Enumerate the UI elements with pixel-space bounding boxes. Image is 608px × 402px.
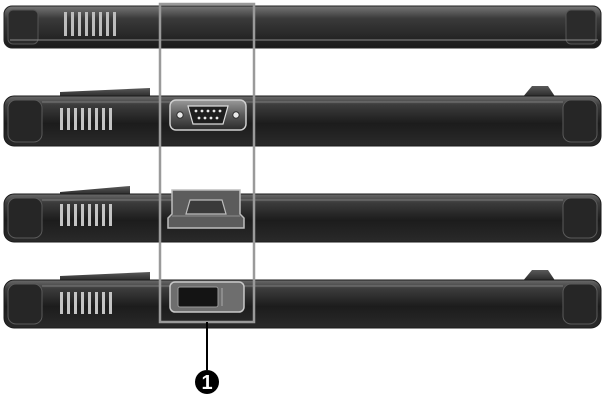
connector-cover-view: [4, 186, 601, 242]
callout-1: 1: [195, 370, 219, 394]
serial-port-view: [4, 86, 601, 146]
closed-cover-icon: [170, 282, 244, 312]
closed-cover-view: [4, 270, 601, 328]
connector-cover-icon: [168, 190, 244, 228]
serial-port-icon: [170, 100, 246, 130]
callout-number: 1: [201, 372, 212, 394]
port-bay-highlight: [160, 4, 254, 322]
top-edge-view: [4, 6, 601, 48]
